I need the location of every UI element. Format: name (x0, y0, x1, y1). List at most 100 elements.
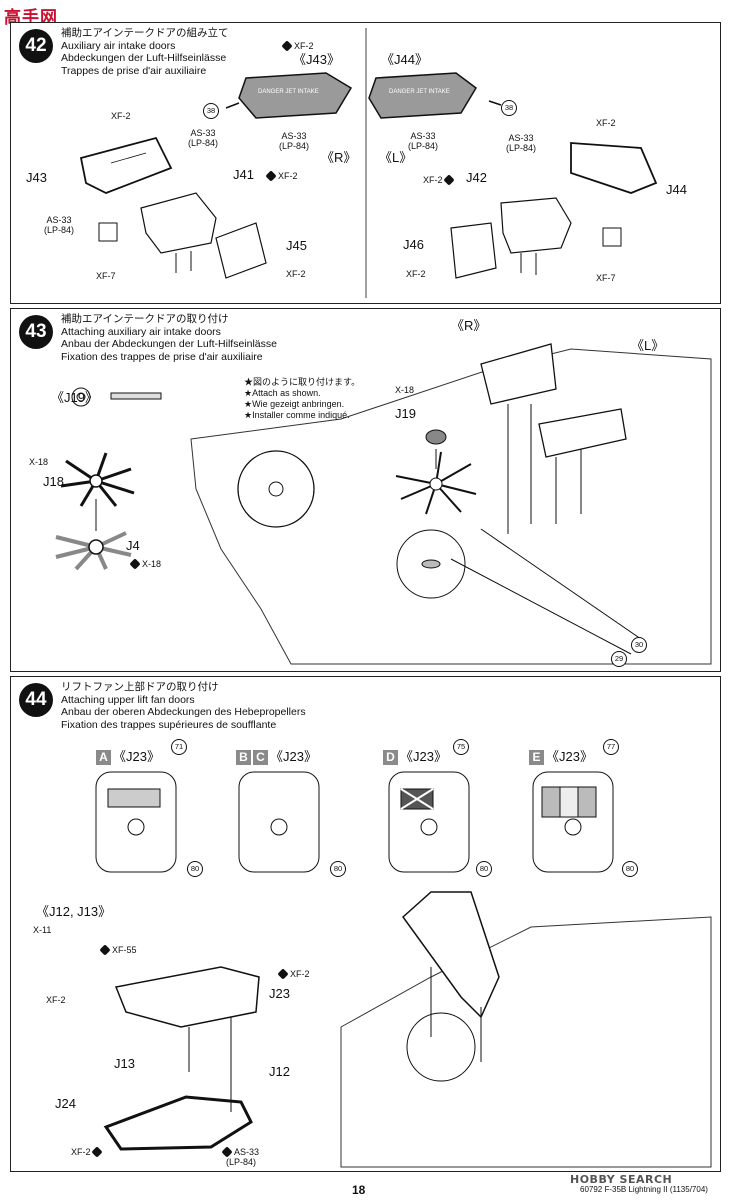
variant-door-d (388, 771, 470, 873)
part-j43: J43 (26, 170, 47, 185)
j23-door (114, 966, 260, 1028)
ref-29: 29 (611, 651, 627, 667)
j18-fan (60, 452, 135, 507)
decal-71: 71 (171, 739, 187, 755)
view-label-j44: 《J44》 (381, 52, 428, 67)
arrow-38-left (225, 102, 240, 109)
title-fr: Fixation des trappes de prise d'air auxi… (61, 350, 263, 363)
part-j19: J19 (395, 406, 416, 421)
as33-label-j44: AS-33(LP-84) (506, 133, 537, 153)
note-fr: ★Installer comme indiqué. (244, 410, 350, 420)
page-number: 18 (352, 1183, 366, 1197)
note-de: ★Wie gezeigt anbringen. (244, 399, 345, 409)
title-en: Auxiliary air intake doors (61, 39, 176, 52)
xf7-label-left: XF-7 (96, 271, 116, 281)
j19-top-view (71, 387, 91, 407)
ref-38-left: 38 (203, 103, 219, 119)
j43-door (79, 136, 173, 194)
part-j45: J45 (286, 238, 307, 253)
j44-door (570, 142, 658, 194)
j44-decal-panel (368, 72, 477, 119)
lift-fan-44 (406, 1012, 476, 1082)
step-titles: リフトファン上部ドアの取り付け Attaching upper lift fan… (61, 681, 306, 731)
part-j12: J12 (269, 1064, 290, 1079)
view-j12-j13: 《J12, J13》 (36, 904, 112, 919)
j19-fan (395, 451, 477, 515)
j42-frame (500, 197, 572, 254)
xf2-label-j41: XF-2 (265, 170, 298, 182)
variant-e-label: E《J23》 (529, 750, 593, 765)
ref-80-e: 80 (622, 861, 638, 877)
j46-part (450, 222, 497, 279)
arrow-38-right (488, 100, 502, 106)
title-fr: Fixation des trappes supérieures de souf… (61, 718, 277, 731)
ref-80-bc: 80 (330, 861, 346, 877)
title-ja: 補助エアインテークドアの組み立て (61, 27, 229, 39)
installed-door (401, 891, 500, 1019)
view-j19: 《J19》 (51, 390, 98, 405)
note-en: ★Attach as shown. (244, 388, 321, 398)
title-de: Anbau der Abdeckungen der Luft-Hilfseinl… (61, 338, 277, 350)
variant-door-bc (238, 771, 320, 873)
step-44-panel: 44 リフトファン上部ドアの取り付け Attaching upper lift … (10, 676, 721, 1172)
part-j41: J41 (233, 167, 254, 182)
step-titles: 補助エアインテークドアの組み立て Auxiliary air intake do… (61, 27, 228, 77)
fuselage-outline (190, 348, 712, 665)
as33-label-left-low: AS-33(LP-84) (44, 215, 75, 235)
variant-door-e (532, 771, 614, 873)
side-r: 《R》 (321, 150, 357, 165)
left-small-part (98, 222, 118, 242)
variant-d-label: D《J23》 (383, 750, 447, 765)
fuselage-outline-44 (340, 916, 712, 1168)
x18-label-j4: X-18 (129, 558, 161, 570)
part-j13: J13 (114, 1056, 135, 1071)
part-j42: J42 (466, 170, 487, 185)
ref-30: 30 (631, 637, 647, 653)
xf55-label: XF-55 (99, 944, 137, 956)
decal-text-left: DANGER JET INTAKE (258, 89, 319, 95)
xf2-label-j44: XF-2 (596, 118, 616, 128)
variant-door-a (95, 771, 177, 873)
j43-decal-panel (238, 72, 353, 119)
step-number: 42 (19, 29, 53, 63)
as33-label-j43: AS-33(LP-84) (188, 128, 219, 148)
j43-detail (110, 152, 147, 164)
xf2-label-j23: XF-2 (277, 968, 310, 980)
j41-frame (140, 192, 217, 254)
ref-80-a: 80 (187, 861, 203, 877)
step-43-illustration (55, 343, 712, 665)
step-43-panel: 43 補助エアインテークドアの取り付け Attaching auxiliary … (10, 308, 721, 672)
decal-77: 77 (603, 739, 619, 755)
title-en: Attaching upper lift fan doors (61, 693, 195, 706)
xf2-label-j24: XF-2 (71, 1146, 104, 1158)
page-code: 60792 F-35B Lightning II (1135/704) (580, 1185, 708, 1194)
decal-75: 75 (453, 739, 469, 755)
part-j24: J24 (55, 1096, 76, 1111)
door-l (538, 408, 627, 458)
step-42-illustration (79, 28, 658, 298)
right-small-part (602, 227, 622, 247)
title-en: Attaching auxiliary air intake doors (61, 325, 221, 338)
xf2-label-j45: XF-2 (286, 269, 306, 279)
title-ja: 補助エアインテークドアの取り付け (61, 313, 229, 325)
j24-gasket (103, 1095, 253, 1151)
side-l-43: 《L》 (631, 338, 665, 353)
as33-label-j24: AS-33(LP-84) (221, 1146, 259, 1167)
side-r-43: 《R》 (451, 318, 487, 333)
ref-80-d: 80 (476, 861, 492, 877)
x18-label-j18: X-18 (29, 457, 49, 467)
xf2-label-j42: XF-2 (423, 174, 456, 186)
part-j18: J18 (43, 474, 64, 489)
ref-38-right: 38 (501, 100, 517, 116)
part-j46: J46 (403, 237, 424, 252)
side-l: 《L》 (379, 150, 413, 165)
j19-cap (425, 429, 447, 445)
hobby-search-watermark: HOBBY SEARCH (570, 1173, 673, 1186)
xf2-label-top: XF-2 (281, 40, 314, 52)
door-r (480, 343, 557, 405)
title-fr: Trappes de prise d'air auxiliaire (61, 64, 207, 77)
j45-part (215, 222, 267, 279)
part-j23: J23 (269, 986, 290, 1001)
leader-30 (480, 528, 642, 640)
